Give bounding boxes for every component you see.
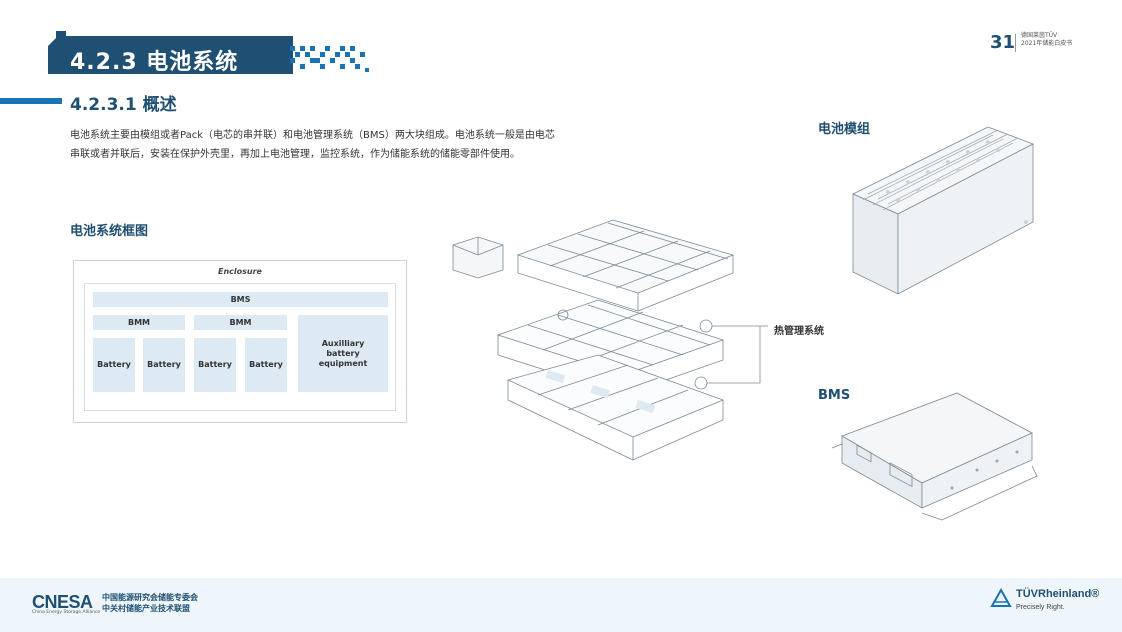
cnesa-cn-line2: 中关村储能产业技术联盟 [102, 604, 190, 613]
module-label: 电池模组 [818, 122, 871, 137]
page-subtitle-line2: 2021年储能白皮书 [1021, 40, 1073, 47]
tuv-tagline: Precisely Right. [1016, 604, 1065, 611]
pixel-decoration [290, 46, 369, 72]
enclosure-box: BMS BMM BMM Battery Battery Battery Batt… [84, 283, 396, 411]
tuv-logo-text: TÜVRheinland® [1016, 588, 1100, 600]
page-subtitle: 德国莱茵TÜV 2021年储能白皮书 [1021, 32, 1072, 48]
battery-system-diagram: Enclosure BMS BMM BMM Battery Battery Ba… [73, 260, 407, 423]
battery-block-3: Battery [194, 338, 236, 392]
tuv-triangle-icon [990, 588, 1012, 607]
battery-block-1: Battery [93, 338, 135, 392]
page-separator [1015, 34, 1016, 52]
page-number: 31 [990, 32, 1016, 53]
cnesa-cn-line1: 中国能源研究会储能专委会 [102, 593, 198, 602]
cnesa-logo: CNESA [32, 592, 93, 612]
diagram-title: 电池系统框图 [70, 224, 149, 239]
subsection-title: 4.2.3.1 概述 [70, 95, 177, 115]
overview-paragraph: 电池系统主要由模组或者Pack（电芯的串并联）和电池管理系统（BMS）两大块组成… [70, 130, 555, 160]
bms-label: BMS [818, 388, 851, 403]
bms-block: BMS [93, 292, 388, 307]
battery-block-4: Battery [245, 338, 287, 392]
aux-equipment-block: Auxilliary battery equipment [298, 315, 388, 392]
section-title: 4.2.3 电池系统 [70, 50, 239, 75]
bmm-block-1: BMM [93, 315, 185, 330]
subsection-bar [0, 98, 62, 104]
footer-band [0, 578, 1122, 632]
banner-tab [56, 31, 66, 39]
section-banner [48, 36, 293, 74]
battery-module-illustration [852, 126, 1034, 294]
cnesa-chinese-name: 中国能源研究会储能专委会 中关村储能产业技术联盟 [102, 592, 198, 614]
exploded-pack-illustration [452, 219, 768, 461]
page-subtitle-line1: 德国莱茵TÜV [1021, 32, 1058, 39]
cnesa-subtitle: China Energy Storage Alliance [32, 610, 101, 615]
battery-block-2: Battery [143, 338, 185, 392]
thermal-management-label: 热管理系统 [774, 326, 824, 337]
bms-device-illustration [832, 392, 1038, 521]
enclosure-label: Enclosure [218, 267, 262, 276]
bmm-block-2: BMM [194, 315, 287, 330]
